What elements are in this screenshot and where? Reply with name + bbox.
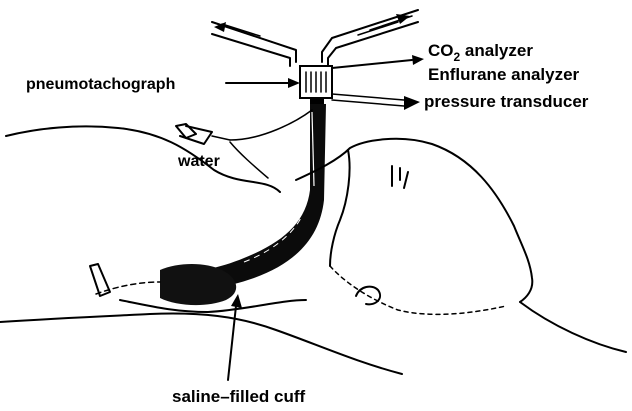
enflurane-analyzer-label: Enflurane analyzer — [428, 65, 580, 84]
pressure-line-arrow-icon — [404, 96, 420, 110]
water-label: water — [177, 153, 220, 170]
co2-line-arrow-icon — [412, 55, 424, 65]
co2-analyzer-label: CO2 analyzer — [428, 41, 533, 64]
pressure-transducer-label: pressure transducer — [424, 92, 589, 111]
saline-filled-cuff-label: saline–filled cuff — [172, 387, 306, 406]
pneumotachograph-device — [300, 66, 332, 106]
endotracheal-tube — [160, 104, 326, 292]
pointer-arrow-icon — [288, 78, 300, 88]
cuff-arrow-icon — [231, 294, 242, 308]
pneumotachograph-label: pneumotachograph — [26, 76, 175, 93]
y-piece-circuit — [212, 10, 418, 66]
saline-filled-cuff-balloon — [90, 264, 236, 305]
analyzer-lines — [332, 55, 424, 110]
pneumotachograph-pointer — [226, 78, 300, 88]
cuff-pointer — [228, 294, 242, 380]
